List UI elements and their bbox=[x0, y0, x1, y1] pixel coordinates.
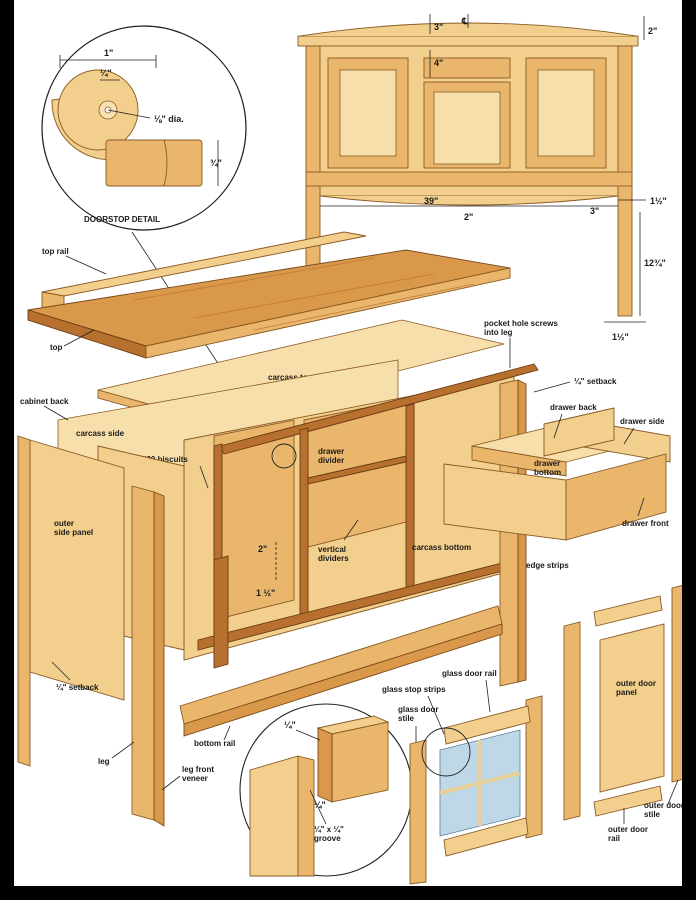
groove-detail: ¼" ¼" ¼" x ¼"groove bbox=[239, 703, 413, 877]
outer-side-panel bbox=[29, 439, 125, 701]
label-edge-strips: edge strips bbox=[526, 561, 569, 570]
label-setback-left: ¼" setback bbox=[56, 683, 99, 692]
label-groove: ¼" x ¼"groove bbox=[314, 825, 344, 843]
drawer-front-panel bbox=[565, 453, 667, 541]
dim-1in: 1" bbox=[104, 48, 113, 58]
label-drawer-side: drawer side bbox=[620, 417, 665, 426]
label-glass-stop-strips: glass stop strips bbox=[382, 685, 446, 694]
dim-3in: 3" bbox=[590, 206, 599, 216]
drawer-back-panel bbox=[543, 407, 615, 457]
groove-rail bbox=[331, 721, 389, 803]
label-biscuits: #20 biscuits bbox=[142, 455, 188, 464]
vertical-divider-1 bbox=[299, 427, 309, 623]
label-carcass-side: carcass side bbox=[76, 429, 125, 438]
dim-quarter-b: ¾" bbox=[210, 158, 222, 168]
glass-door-stile-right bbox=[525, 695, 543, 839]
dim-overhang-2in: 2" bbox=[648, 26, 657, 36]
leg-front-veneer bbox=[153, 491, 165, 827]
doorstop-detail-title: DOORSTOP DETAIL bbox=[84, 215, 160, 224]
outer-door-panel-shape bbox=[599, 623, 665, 793]
left-back-leg bbox=[17, 435, 31, 767]
doorstop-disc bbox=[57, 69, 139, 151]
outer-door-stile-left bbox=[563, 621, 581, 821]
outer-door-stile-right bbox=[671, 585, 682, 783]
centerline-mark: ℄ bbox=[461, 16, 468, 26]
label-carcass-bottom: carcass bottom bbox=[412, 543, 471, 552]
groove-dim-a: ¼" bbox=[284, 720, 296, 730]
label-leg: leg bbox=[98, 757, 110, 766]
label-top: top bbox=[50, 343, 63, 352]
label-glass-door-rail: glass door rail bbox=[442, 669, 497, 678]
edge-strip-top bbox=[219, 363, 539, 455]
top-assembly: top rail top bbox=[27, 231, 511, 359]
dim-rail-4in: 4" bbox=[434, 58, 443, 68]
diagram-page: 1" ¼" ⅛" dia. ¾" DOORSTOP DETAIL ℄ 3" 4" bbox=[14, 0, 682, 886]
vertical-divider-2 bbox=[405, 403, 415, 593]
dim-2in: 2" bbox=[258, 544, 267, 554]
dim-top-3in: 3" bbox=[434, 22, 443, 32]
label-carcass-top: carcass top bbox=[268, 373, 313, 382]
furniture-diagram: 1" ¼" ⅛" dia. ¾" DOORSTOP DETAIL ℄ 3" 4" bbox=[17, 14, 682, 885]
label-drawer-front: drawer front bbox=[622, 519, 669, 528]
dim-1-half: 1 ½" bbox=[256, 588, 275, 598]
dim-leg-1-half: 1½" bbox=[650, 196, 667, 206]
dim-bottom-2in: 2" bbox=[464, 212, 473, 222]
glass-door-stile-left bbox=[409, 739, 427, 885]
dim-leg-1-half-b: 1½" bbox=[612, 332, 629, 342]
dim-width-39in: 39" bbox=[424, 196, 438, 206]
label-setback-right: ¼" setback bbox=[574, 377, 617, 386]
outer-door-rail-bottom bbox=[593, 785, 663, 817]
drawer-divider-strip bbox=[307, 455, 407, 485]
label-top-rail: top rail bbox=[42, 247, 69, 256]
dim-quarter-a: ¼" bbox=[100, 68, 112, 78]
glass-door-rail-bottom bbox=[443, 817, 529, 857]
dim-hole: ⅛" dia. bbox=[154, 114, 184, 124]
groove-panel-edge bbox=[249, 755, 299, 877]
label-cabinet-back: cabinet back bbox=[20, 397, 69, 406]
glass-door: glass door rail glass stop strips glass … bbox=[382, 669, 543, 885]
bottom-rail: bottom rail bbox=[179, 605, 503, 748]
outer-door-rail-top bbox=[593, 595, 663, 627]
doorstop-profile bbox=[105, 139, 203, 187]
dim-leg-height: 12¾" bbox=[644, 258, 666, 268]
label-drawer-back: drawer back bbox=[550, 403, 597, 412]
left-front-leg bbox=[131, 485, 155, 821]
glass-door-rail-top bbox=[443, 705, 531, 745]
front-elevation: ℄ 3" 4" 2" 39" 2" 3" 1½" 12¾" 1½" bbox=[297, 14, 667, 342]
label-bottom-rail: bottom rail bbox=[194, 739, 235, 748]
doorstop-detail: 1" ¼" ⅛" dia. ¾" DOORSTOP DETAIL bbox=[41, 25, 277, 453]
groove-dim-b: ¼" bbox=[314, 800, 326, 810]
